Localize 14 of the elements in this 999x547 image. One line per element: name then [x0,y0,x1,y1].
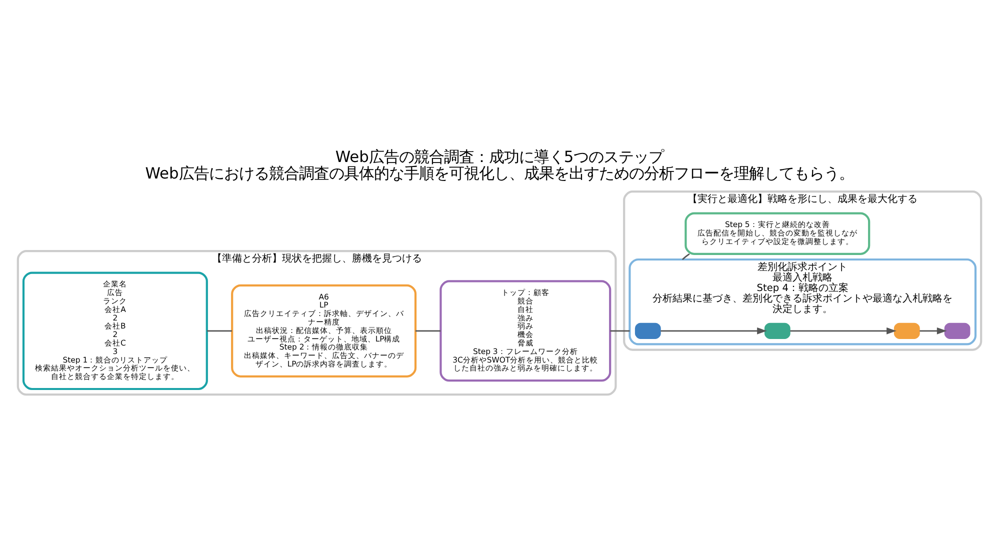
arrow [790,327,896,334]
connector [416,330,441,332]
connector [682,253,690,260]
arrow [660,327,767,334]
node-box [944,322,970,339]
node-box [634,322,661,339]
diagram-title: Web広告の競合調査：成功に導く5つのステップ [335,148,664,166]
node-box [764,322,790,339]
cluster: 差別化訴求ポイント 最適入札戦略 Step 4：戦略の立案 分析結果に基づき、差別化できる訴求ポイントや最適な入札戦略を決定します。 [628,258,977,346]
node-box [894,322,920,339]
connector [207,330,232,332]
connector [610,330,630,332]
arrow [920,327,947,334]
caption: Web広告における競合調査の具体的な手順を可視化し、成果を出すための分析フローを理解してもらう。 [145,164,854,183]
